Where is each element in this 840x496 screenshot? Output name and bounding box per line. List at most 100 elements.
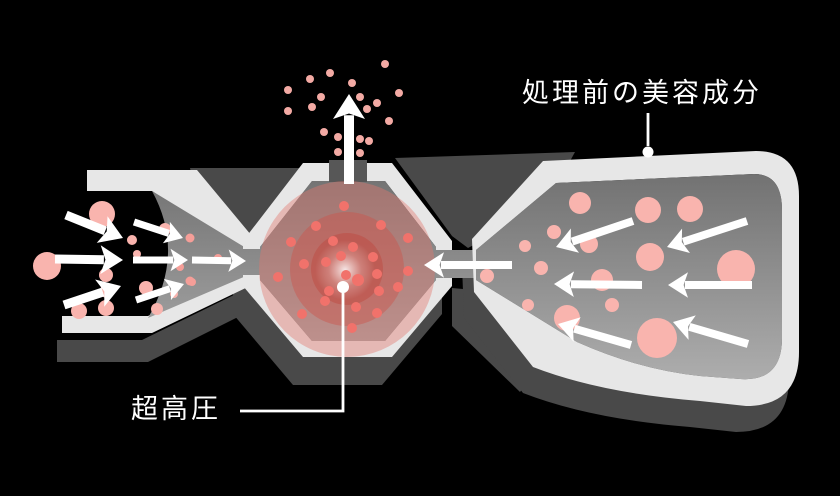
particle-ingredient (637, 318, 677, 358)
flow-arrow-head (667, 228, 690, 253)
particle-pressurized (351, 302, 361, 312)
particle-ejected (306, 75, 314, 83)
flow-arrow-shaft (688, 322, 750, 348)
particle-pressurized (352, 274, 364, 286)
particle-pressurized (374, 286, 384, 296)
particle-pressurized (393, 282, 403, 292)
particle-pressurized (403, 266, 413, 276)
particle-ingredient (133, 250, 141, 258)
flow-arrow-shaft (573, 324, 633, 349)
particles-layer (33, 60, 755, 358)
particle-pressurized (339, 201, 349, 211)
particle-ejected (334, 133, 342, 141)
flow-arrow-shaft (132, 218, 170, 237)
leader-dot-pressure (337, 281, 349, 293)
particle-pressurized (328, 236, 338, 246)
particle-ejected (326, 69, 334, 77)
particle-ingredient (717, 250, 755, 288)
particle-pressurized (321, 257, 331, 267)
particle-pressurized (348, 242, 358, 252)
particle-ejected (308, 103, 316, 111)
leader-dot-before (642, 146, 654, 158)
particle-ingredient (534, 261, 548, 275)
flow-arrow-shaft (681, 217, 749, 246)
particle-pressurized (347, 323, 357, 333)
leader-lines-layer (240, 113, 654, 413)
flow-arrow-head (424, 252, 444, 278)
flow-arrow-shaft (570, 217, 635, 246)
flow-arrow-shaft (570, 280, 643, 289)
flow-arrows-layer (54, 94, 752, 349)
particle-ingredient (480, 269, 494, 283)
flow-arrow-head (95, 279, 121, 307)
particle-ejected (381, 60, 389, 68)
particle-ejected (363, 105, 371, 113)
particle-pressurized (403, 233, 413, 243)
particle-pressurized (324, 286, 334, 296)
flow-arrow-head (673, 315, 696, 340)
flow-arrow-shaft (54, 254, 104, 265)
particle-ingredient (71, 303, 87, 319)
particle-ejected (395, 89, 403, 97)
flow-arrow-head (100, 245, 123, 275)
particle-pressurized (341, 270, 351, 280)
particle-ingredient (151, 303, 163, 315)
particle-ingredient (677, 196, 703, 222)
flow-arrow-shaft (134, 285, 171, 304)
particle-pressurized (299, 259, 309, 269)
label-before-processing: 処理前の美容成分 (522, 78, 762, 108)
particle-ingredient (636, 243, 664, 271)
flow-arrow-head (558, 317, 581, 342)
particle-ejected (365, 137, 373, 145)
particle-pressurized (311, 221, 321, 231)
flow-arrow-head (554, 271, 575, 298)
particle-pressurized (273, 272, 283, 282)
particle-ingredient (605, 298, 619, 312)
particle-compressed (185, 233, 195, 243)
left-throat-channel (242, 249, 266, 275)
flow-arrow-head (228, 249, 246, 272)
flow-arrow-head (170, 248, 188, 272)
particle-pressurized (320, 296, 330, 306)
particle-ejected (356, 149, 364, 157)
particle-ingredient (98, 300, 114, 316)
particle-pressurized (286, 237, 296, 247)
particle-ingredient (547, 225, 561, 239)
particle-pressurized (297, 309, 307, 319)
particle-ejected (284, 107, 292, 115)
particle-pressurized (376, 220, 386, 230)
particle-ingredient (139, 281, 153, 295)
flow-arrow-head (96, 216, 123, 243)
flow-arrow-head (668, 272, 688, 298)
particle-ejected (320, 128, 328, 136)
particle-ejected (356, 93, 364, 101)
label-ultra-high-pressure: 超高圧 (131, 394, 221, 424)
flow-arrow-head (556, 228, 580, 253)
particle-pressurized (368, 252, 378, 262)
flow-arrow-shaft (64, 210, 107, 236)
flow-arrow-shaft (191, 256, 232, 265)
particle-ingredient (519, 240, 531, 252)
flow-arrow-shaft (62, 287, 105, 310)
right-tube-rim (472, 151, 799, 406)
left-funnel-top-wall (87, 170, 256, 255)
particle-pressurized (372, 308, 382, 318)
particle-ejected (385, 117, 393, 125)
particle-pressurized (336, 251, 346, 261)
particle-ingredient (569, 192, 591, 214)
left-funnel-bottom-wall (62, 268, 254, 333)
shadow-left-bottom-wall (57, 292, 252, 362)
leader-line-pressure (240, 292, 345, 413)
particle-ejected (348, 79, 356, 87)
particle-ejected (373, 99, 381, 107)
particle-ejected (356, 135, 364, 143)
flow-arrow-head (162, 221, 183, 244)
flow-arrow-head (163, 278, 184, 301)
particle-ingredient (522, 299, 534, 311)
particle-ejected (334, 148, 342, 156)
particle-ingredient (635, 197, 661, 223)
particle-ejected (284, 86, 292, 94)
particle-ingredient (33, 252, 61, 280)
